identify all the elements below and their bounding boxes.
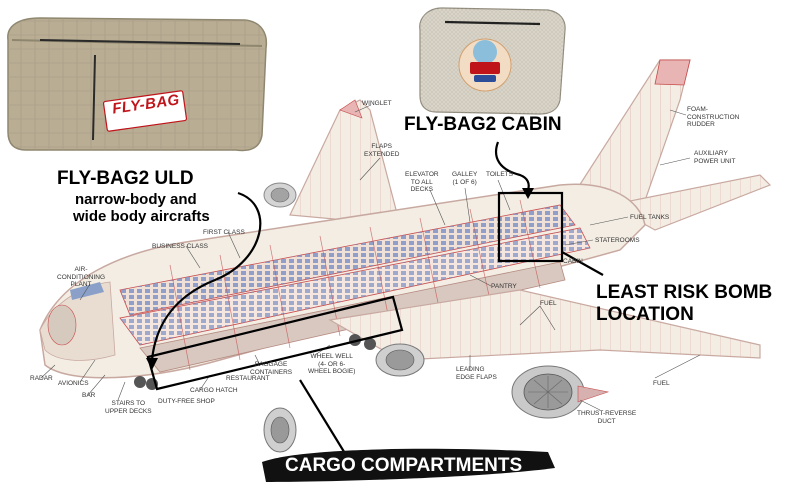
callout-uld-title: FLY-BAG2 ULD: [57, 168, 194, 189]
label-business-class: BUSINESS CLASS: [152, 243, 208, 250]
callout-cargo-compartments: CARGO COMPARTMENTS: [285, 455, 523, 476]
far-wing: [289, 99, 401, 226]
vertical-tail: [569, 59, 691, 216]
callout-least-risk-line2: LOCATION: [596, 304, 694, 325]
label-leading-edge-flaps: LEADING EDGE FLAPS: [456, 366, 497, 381]
label-flaps-extended-line1: FLAPS: [371, 143, 392, 150]
label-apu: AUXILIARY POWER UNIT: [694, 150, 736, 165]
label-elevator-line1: ELEVATOR: [405, 171, 439, 178]
label-cargo-hatch: CARGO HATCH: [190, 387, 238, 394]
cargo-compartment-box: [146, 295, 404, 391]
label-elevator-line2: TO ALL: [410, 178, 433, 186]
label-toilets: TOILETS: [486, 171, 513, 178]
label-foam-rudder: FOAM- CONSTRUCTION RUDDER: [687, 106, 739, 129]
engines: [263, 182, 610, 453]
label-flaps-extended-line2: EXTENDED: [364, 150, 400, 158]
label-apu-line1: AUXILIARY: [694, 150, 728, 157]
callout-arrows: [146, 141, 604, 456]
label-air-cond-line2: CONDITIONING: [57, 273, 106, 281]
label-leading-edge-line2: EDGE FLAPS: [456, 373, 497, 381]
cargo-arrow: [299, 379, 347, 456]
label-foam-line2: CONSTRUCTION: [687, 113, 740, 121]
label-leading-edge-line1: LEADING: [456, 366, 485, 373]
label-flaps-extended: FLAPS EXTENDED: [364, 143, 399, 158]
label-thrust-line2: DUCT: [597, 417, 616, 425]
callout-least-risk-line1: LEAST RISK BOMB: [596, 282, 773, 303]
uld-arrow: [150, 191, 262, 361]
callout-uld-line1: narrow-body and: [75, 191, 197, 208]
label-baggage-containers: BAGGAGE CONTAINERS: [250, 361, 292, 376]
label-foam-line3: RUDDER: [687, 121, 715, 128]
label-foam-line1: FOAM-: [687, 106, 708, 113]
label-restaurant: RESTAURANT: [226, 375, 270, 382]
label-stairs-line2: UPPER DECKS: [105, 407, 152, 415]
label-wheel-well: WHEEL WELL (4- OR 6- WHEEL BOGIE): [308, 353, 355, 376]
label-thrust-reverse: THRUST-REVERSE DUCT: [577, 410, 636, 425]
label-air-cond-line3: PLANT: [70, 281, 92, 288]
label-galley-line2: (1 OF 6): [452, 178, 477, 186]
label-fuel-tip: FUEL: [653, 380, 670, 387]
fly-bag2-cabin-photo: [419, 7, 566, 115]
label-wheel-well-line2: (4- OR 6-: [318, 360, 346, 368]
label-air-cond-line1: AIR-: [74, 266, 88, 273]
fly-bag2-uld-photo: [7, 17, 268, 152]
label-galley-line1: GALLEY: [452, 171, 478, 178]
callout-cabin-title: FLY-BAG2 CABIN: [404, 114, 562, 135]
least-risk-arrow: [561, 251, 604, 276]
label-fuel-wing: FUEL: [540, 300, 557, 307]
label-air-conditioning: AIR- CONDITIONING PLANT: [57, 266, 105, 289]
cargo-text-backdrop: [262, 448, 555, 482]
label-wheel-well-line1: WHEEL WELL: [310, 353, 353, 360]
label-fuel-tanks: FUEL TANKS: [630, 214, 670, 221]
label-duty-free: DUTY-FREE SHOP: [158, 398, 215, 405]
callout-uld-line2: wide body aircrafts: [73, 208, 210, 225]
label-winglet: WINGLET: [362, 100, 392, 107]
fuselage: [39, 183, 646, 379]
label-baggage-line2: CONTAINERS: [250, 368, 293, 376]
label-baggage-line1: BAGGAGE: [254, 361, 288, 368]
label-radar: RADAR: [30, 375, 53, 382]
near-wing: [328, 289, 761, 361]
label-stairs: STAIRS TO UPPER DECKS: [105, 400, 152, 415]
label-bar: BAR: [82, 392, 96, 399]
label-cabin: CABIN: [563, 258, 583, 265]
label-stairs-line1: STAIRS TO: [111, 400, 146, 407]
label-thrust-line1: THRUST-REVERSE: [577, 410, 637, 417]
label-elevator: ELEVATOR TO ALL DECKS: [405, 171, 439, 194]
label-galley: GALLEY (1 OF 6): [452, 171, 477, 186]
label-wheel-well-line3: WHEEL BOGIE): [308, 368, 356, 375]
cabin-arrow: [494, 141, 530, 191]
label-elevator-line3: DECKS: [410, 186, 433, 193]
label-first-class: FIRST CLASS: [203, 229, 245, 236]
label-staterooms: STATEROOMS: [595, 237, 640, 244]
label-pantry: PANTRY: [491, 283, 517, 290]
label-avionics: AVIONICS: [58, 380, 89, 387]
label-apu-line2: POWER UNIT: [694, 157, 736, 165]
